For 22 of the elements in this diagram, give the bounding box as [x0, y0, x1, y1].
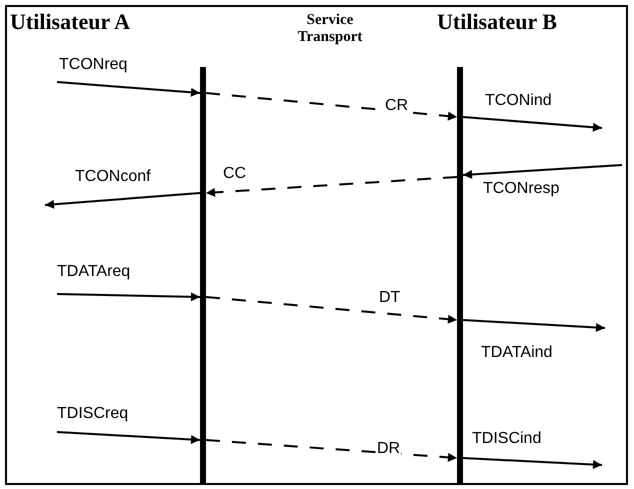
edge-label: TCONresp [482, 180, 560, 198]
column-heading: Service Transport [296, 12, 364, 46]
lifeline-heading: Utilisateur B [437, 10, 557, 34]
lifeline-bar [457, 67, 463, 483]
lifeline-heading: Utilisateur A [10, 10, 130, 34]
arrow [44, 192, 200, 209]
arrow [56, 81, 200, 97]
dashed-arrow [206, 176, 458, 197]
edge-label: TDISCreq [56, 405, 130, 423]
arrow [56, 292, 200, 302]
dashed-arrow [206, 439, 458, 462]
edge-label: TDATAreq [56, 263, 132, 281]
arrow [462, 319, 606, 332]
arrow [56, 431, 200, 444]
dashed-arrow [206, 296, 458, 324]
arrow [462, 164, 622, 179]
edge-label: TCONreq [58, 56, 128, 74]
edge-label: DR [376, 440, 402, 458]
edge-label: CR [384, 97, 410, 115]
arrow [462, 116, 602, 132]
lifeline-bar [200, 67, 206, 483]
arrow [462, 457, 602, 470]
